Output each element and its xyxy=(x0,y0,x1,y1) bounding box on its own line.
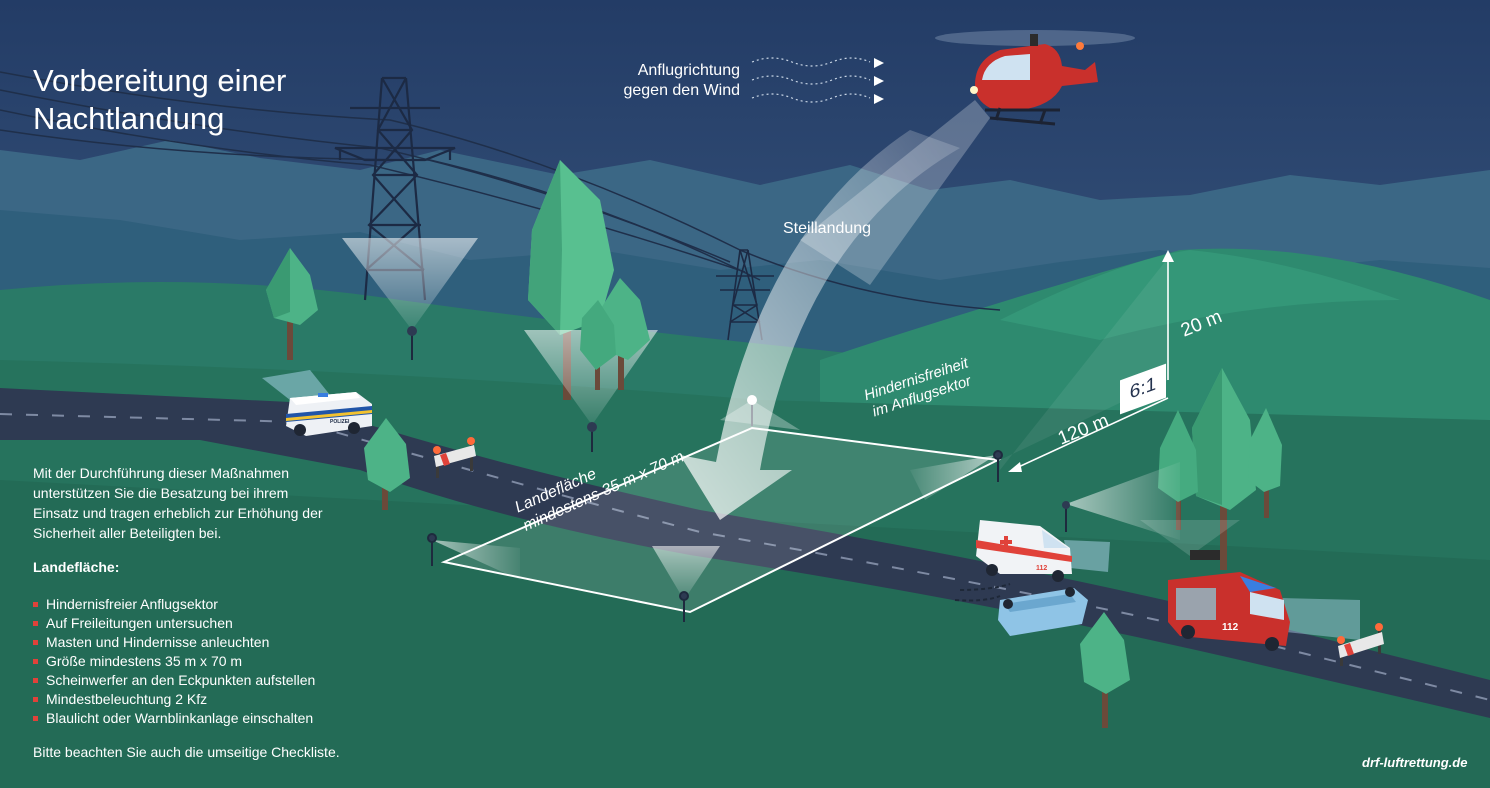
tree-light-beam xyxy=(1140,520,1240,556)
footer-note: Bitte beachten Sie auch die umseitige Ch… xyxy=(33,744,340,760)
barrier-left xyxy=(433,437,476,478)
bullet-marker xyxy=(33,678,38,683)
bullet-marker xyxy=(33,621,38,626)
fire-truck xyxy=(1168,550,1360,651)
wind-arrowheads xyxy=(874,58,884,104)
list-item: Masten und Hindernisse anleuchten xyxy=(33,633,315,652)
wind-arrows xyxy=(751,57,871,103)
ambulance xyxy=(976,520,1110,582)
ambulance-label: 112 xyxy=(1036,565,1047,572)
intro-text: Mit der Durchführung dieser Maßnahmen un… xyxy=(33,465,323,541)
bullet-list: Hindernisfreier Anflugsektor Auf Freilei… xyxy=(33,595,315,728)
height-arrowhead xyxy=(1162,250,1174,262)
page-title: Vorbereitung einer Nachtlandung xyxy=(33,63,287,136)
distance-arrowhead xyxy=(1008,462,1022,472)
meadow-lower xyxy=(0,480,1490,788)
police-van-label: POLIZEI xyxy=(330,419,350,425)
power-lines xyxy=(0,71,1001,311)
barrier-right xyxy=(1337,623,1384,666)
list-item: Auf Freileitungen untersuchen xyxy=(33,614,315,633)
tree-left-1 xyxy=(266,248,318,360)
tree-center-small xyxy=(580,278,650,390)
list-item: Größe mindestens 35 m x 70 m xyxy=(33,652,315,671)
crashed-car xyxy=(954,583,1088,636)
tree-foreground xyxy=(1080,612,1130,728)
website-link[interactable]: drf-luftrettung.de xyxy=(1362,755,1468,770)
fire-truck-label: 112 xyxy=(1222,622,1239,633)
pylon-spotlight xyxy=(407,326,417,360)
list-item: Hindernisfreier Anflugsektor xyxy=(33,595,315,614)
right-light-beam xyxy=(1066,462,1180,540)
tree-left-2 xyxy=(364,418,410,510)
landing-corner-beam-right xyxy=(910,455,996,500)
spotlight-center xyxy=(587,422,597,452)
list-item: Scheinwerfer an den Eckpunkten aufstelle… xyxy=(33,671,315,690)
hill-right-shade xyxy=(1000,250,1400,340)
trees-right xyxy=(1158,368,1282,570)
list-item: Blaulicht oder Warnblinkanlage einschalt… xyxy=(33,709,315,728)
landing-corner-beam-left xyxy=(432,540,520,580)
pylon-small xyxy=(716,249,774,341)
police-van xyxy=(262,370,372,436)
distance-line xyxy=(1011,397,1169,471)
list-item: Mindestbeleuchtung 2 Kfz xyxy=(33,690,315,709)
helicopter xyxy=(935,30,1135,126)
bullet-marker xyxy=(33,602,38,607)
section-heading: Landefläche: xyxy=(33,559,120,575)
spotlight-right xyxy=(1062,501,1070,532)
steep-landing-arrow xyxy=(680,130,960,520)
steep-landing-label: Steillandung xyxy=(783,220,872,237)
approach-sector xyxy=(1000,258,1168,470)
helicopter-light-beam xyxy=(800,100,990,285)
bullet-marker xyxy=(33,716,38,721)
bullet-marker xyxy=(33,697,38,702)
landing-corner-beam-bottom xyxy=(652,546,720,600)
bullet-marker xyxy=(33,659,38,664)
pylon-light-beam xyxy=(342,238,478,330)
wind-direction-label: Anflugrichtung gegen den Wind xyxy=(623,62,740,99)
bullet-marker xyxy=(33,640,38,645)
